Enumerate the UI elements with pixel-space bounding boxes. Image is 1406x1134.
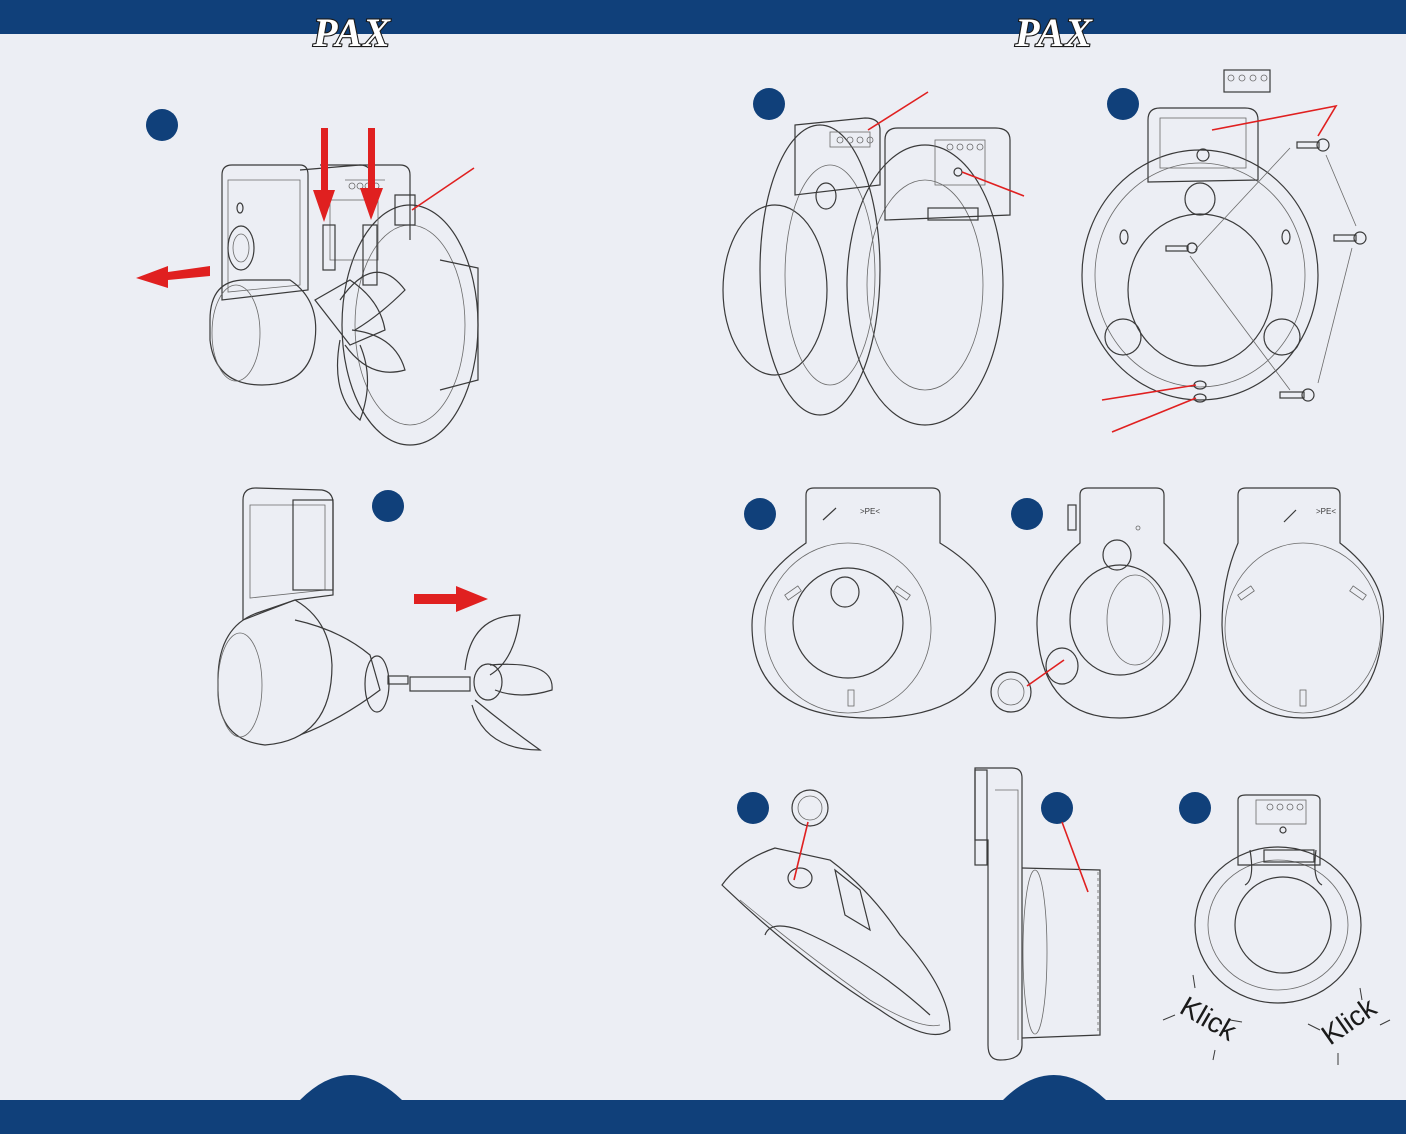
fan-unit-icon xyxy=(210,165,478,445)
arrow-down-left xyxy=(313,128,335,222)
step-marker xyxy=(1179,792,1211,824)
step-marker xyxy=(1041,792,1073,824)
callout-line xyxy=(1112,398,1196,432)
step-marker xyxy=(1107,88,1139,120)
callout-line xyxy=(1212,106,1336,136)
sealing-ring-icon xyxy=(722,790,950,1035)
logo-left: PAX xyxy=(312,10,391,55)
arrow-right xyxy=(414,586,488,612)
callout-line xyxy=(1062,822,1088,892)
sealing-ring-icon xyxy=(991,488,1383,718)
callout-line xyxy=(412,168,474,210)
sealing-ring-icon xyxy=(975,768,1100,1060)
step-marker xyxy=(737,792,769,824)
step-marker xyxy=(146,109,178,141)
klick-left-label: Klick xyxy=(1175,990,1243,1047)
terminal-block-icon xyxy=(1082,70,1318,402)
model-mark: >PE< xyxy=(860,507,880,516)
step-marker xyxy=(372,490,404,522)
callout-line xyxy=(794,822,808,880)
klick-right-label: Klick xyxy=(1316,991,1383,1051)
callout-line xyxy=(962,172,1024,196)
sealing-ring-icon xyxy=(752,488,995,718)
logo-right: PAX xyxy=(1014,10,1093,55)
model-mark: >PE< xyxy=(1316,507,1336,516)
top-bar xyxy=(0,0,1406,34)
step-marker xyxy=(1011,498,1043,530)
callout-line xyxy=(868,92,928,130)
page-tab-right xyxy=(1003,1075,1106,1100)
step-marker xyxy=(753,88,785,120)
arrow-left xyxy=(136,266,210,288)
page-tab-left xyxy=(300,1075,402,1100)
arrow-down-right xyxy=(360,128,383,220)
step-marker xyxy=(744,498,776,530)
bottom-bar xyxy=(0,1100,1406,1134)
terminal-block-icon xyxy=(723,118,1010,425)
terminal-block-icon xyxy=(1195,795,1361,1003)
propeller-icon xyxy=(218,488,552,750)
